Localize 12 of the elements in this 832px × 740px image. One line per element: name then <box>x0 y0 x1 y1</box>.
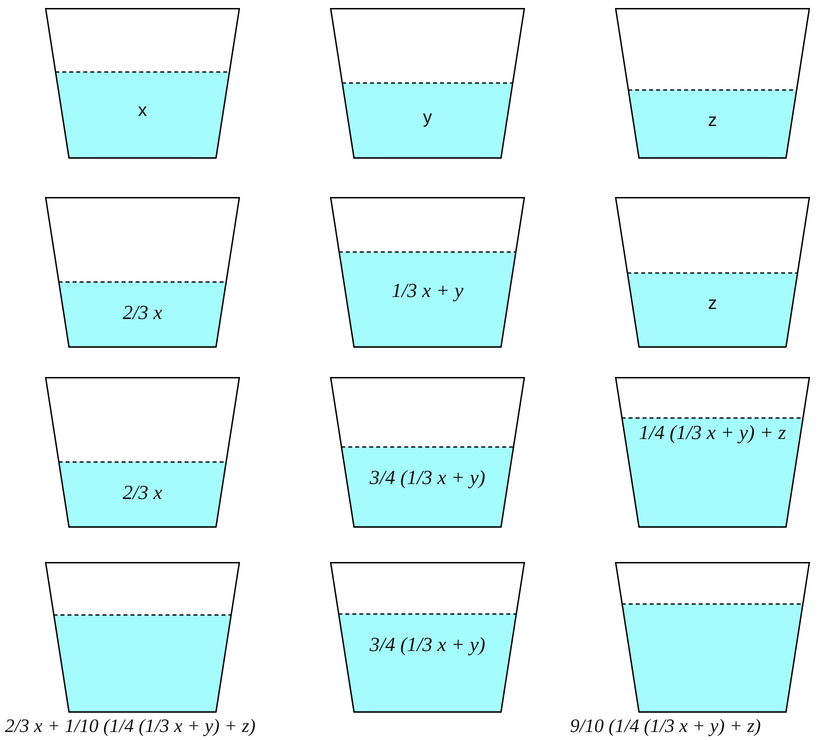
expression-label: 3/4 (1/3 x + y) <box>370 467 486 490</box>
expression-label: 3/4 (1/3 x + y) <box>370 634 486 657</box>
expression-label: y <box>423 107 432 128</box>
expression-label: 2/3 x <box>122 302 162 325</box>
expression-label: z <box>708 293 717 314</box>
expression-label: x <box>138 100 147 121</box>
expression-label: 1/3 x + y <box>392 280 464 303</box>
expression-label: z <box>708 110 717 131</box>
expression-label: 2/3 x + 1/10 (1/4 (1/3 x + y) + z) <box>5 716 256 738</box>
expression-label: 2/3 x <box>122 482 162 505</box>
expression-label: 9/10 (1/4 (1/3 x + y) + z) <box>570 716 761 738</box>
expression-label: 1/4 (1/3 x + y) + z <box>639 422 786 445</box>
